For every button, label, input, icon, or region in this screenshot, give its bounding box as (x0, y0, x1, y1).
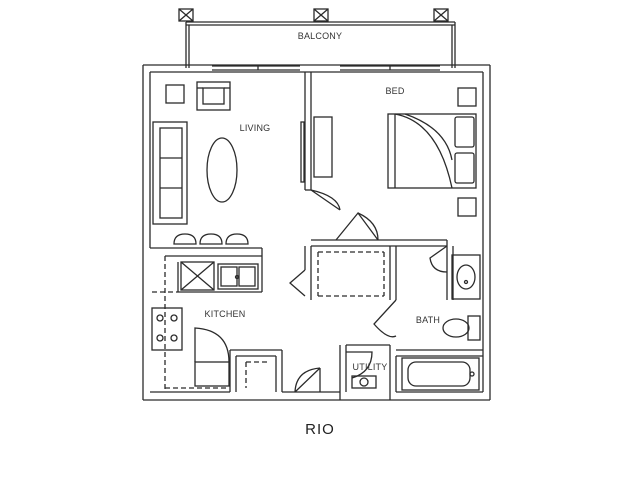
bed-furniture (387, 87, 477, 217)
bath-entry-door (373, 299, 397, 338)
hall-closet-door (289, 269, 306, 297)
nightstand-bottom (457, 197, 477, 217)
nightstand-top (457, 87, 477, 107)
bed-door (310, 189, 341, 211)
toilet (442, 315, 481, 341)
living-side-table (165, 84, 185, 104)
coffee-table (206, 137, 238, 203)
balcony-post-right (433, 8, 449, 22)
interior-walls (150, 72, 483, 400)
kitchen-fixtures (151, 233, 263, 392)
dishwasher (194, 327, 230, 387)
tv-console (300, 116, 333, 183)
doors (289, 189, 448, 393)
armchair (196, 81, 231, 111)
utility-fixtures (351, 375, 377, 389)
balcony-post-center (313, 8, 329, 22)
exterior-walls (142, 64, 491, 401)
room-label-utility: UTILITY (353, 362, 388, 372)
kitchen-sink (217, 263, 259, 290)
sofa (152, 121, 188, 225)
room-label-kitchen: KITCHEN (205, 309, 246, 319)
stove (151, 307, 183, 351)
water-heater (351, 375, 377, 389)
room-label-bed: BED (385, 86, 404, 96)
closet-shelves (245, 251, 385, 388)
room-label-living: LIVING (240, 123, 271, 133)
bathtub (401, 357, 480, 391)
balcony (178, 8, 456, 68)
room-label-balcony: BALCONY (298, 31, 342, 41)
plan-lines (142, 8, 491, 401)
living-sliding-door (212, 65, 300, 71)
vanity (451, 254, 481, 300)
bed-sliding-door (340, 65, 440, 71)
room-label-bath: BATH (416, 315, 440, 325)
bed (387, 113, 477, 189)
front-door (294, 367, 321, 393)
living-furniture (152, 81, 333, 225)
balcony-post-left (178, 8, 194, 22)
bath-door (429, 245, 448, 273)
bar-stools (173, 233, 249, 245)
fridge (180, 261, 215, 291)
bath-fixtures (401, 254, 481, 391)
entry-closet-door (335, 211, 379, 241)
plan-title: RIO (305, 421, 335, 438)
